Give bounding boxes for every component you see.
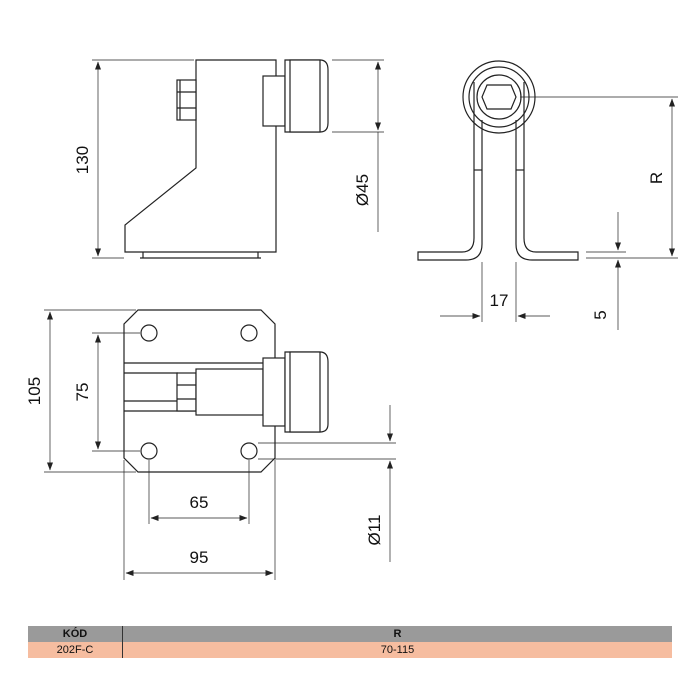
side-view: 130 Ø45 xyxy=(73,59,384,259)
dim-plate-thickness: 5 xyxy=(591,310,610,319)
spec-table: KÓD R 202F-C 70-115 xyxy=(28,626,672,658)
table-header-row: KÓD R xyxy=(28,626,672,642)
cell-kod: 202F-C xyxy=(28,642,123,658)
dim-plate-height: 105 xyxy=(25,377,44,405)
header-r: R xyxy=(122,626,672,642)
dim-hole-diameter: Ø11 xyxy=(365,515,384,546)
cell-r: 70-115 xyxy=(122,642,672,658)
dim-plate-width: 95 xyxy=(190,548,209,567)
dim-hole-spacing-horizontal: 65 xyxy=(190,493,209,512)
dim-bracket-width: 17 xyxy=(490,291,509,310)
dim-hole-spacing-vertical: 75 xyxy=(73,383,92,402)
header-kod: KÓD xyxy=(28,626,123,642)
dim-height-total: 130 xyxy=(73,146,92,174)
front-view: R 5 17 xyxy=(417,60,678,330)
table-row: 202F-C 70-115 xyxy=(28,642,672,658)
dim-radius: R xyxy=(647,172,666,184)
dim-roller-diameter: Ø45 xyxy=(353,174,372,206)
technical-drawing: 130 Ø45 R 5 17 xyxy=(25,59,678,580)
top-view: 105 75 65 95 Ø11 xyxy=(25,309,396,580)
